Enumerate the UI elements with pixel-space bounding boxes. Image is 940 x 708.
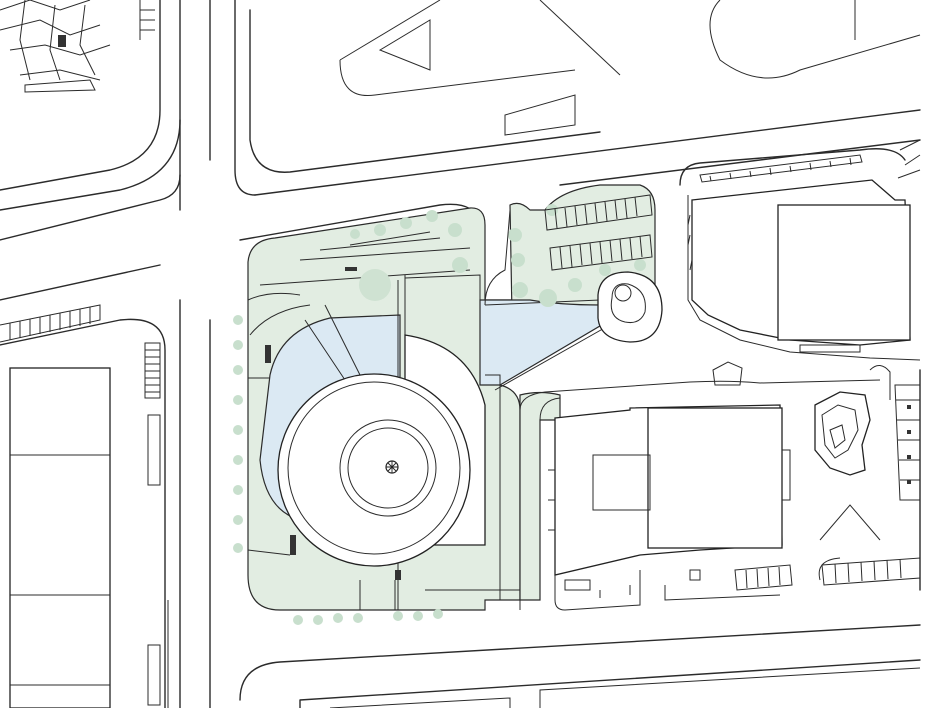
southeast-building xyxy=(519,379,921,611)
road-edge xyxy=(254,109,921,196)
building-court xyxy=(592,454,651,511)
compass-icon xyxy=(385,460,399,474)
building-outer-ring xyxy=(277,373,471,567)
parking-strip xyxy=(734,564,793,591)
garden-bed xyxy=(519,391,561,601)
parking-strip xyxy=(821,557,921,586)
tree xyxy=(374,224,386,236)
curb xyxy=(504,94,576,136)
tree xyxy=(333,613,343,623)
building-tower xyxy=(647,407,783,549)
road-edge xyxy=(234,0,256,196)
tree xyxy=(233,395,243,405)
building-core-inner xyxy=(347,427,429,509)
building-ring xyxy=(287,381,461,555)
north-parking xyxy=(484,194,663,343)
roundabout xyxy=(597,271,663,343)
curb xyxy=(539,667,921,708)
tree xyxy=(599,264,611,276)
road-edge xyxy=(559,139,921,186)
curb xyxy=(378,19,431,71)
road-edge xyxy=(0,318,166,708)
kiosk xyxy=(147,644,161,706)
main-building xyxy=(277,334,486,567)
tree xyxy=(313,615,323,625)
road-edge xyxy=(0,0,161,191)
road-edge xyxy=(239,624,921,701)
tree xyxy=(452,257,468,273)
tree xyxy=(568,278,582,292)
tree xyxy=(512,282,528,298)
tree xyxy=(233,340,243,350)
tree xyxy=(448,223,462,237)
tree xyxy=(634,259,646,271)
road-edge xyxy=(299,659,921,708)
tree xyxy=(413,611,423,621)
tree xyxy=(233,515,243,525)
trees xyxy=(233,204,646,625)
road-edge xyxy=(0,174,181,241)
kiosk xyxy=(712,361,743,386)
tree xyxy=(233,365,243,375)
building-tower xyxy=(777,204,911,341)
curb xyxy=(539,0,621,76)
east-structures xyxy=(712,361,921,541)
tree xyxy=(350,229,360,239)
parking-strip xyxy=(894,384,921,501)
tree xyxy=(359,269,391,301)
left-block xyxy=(0,304,169,708)
parking-strip xyxy=(549,234,653,271)
curb xyxy=(329,697,511,708)
tree xyxy=(393,611,403,621)
road-edge xyxy=(679,148,906,186)
street-network xyxy=(0,0,921,708)
tree xyxy=(233,425,243,435)
sculpture-pavilion xyxy=(814,391,871,476)
left-building xyxy=(9,367,111,708)
curb xyxy=(339,0,441,61)
tree xyxy=(233,543,243,553)
building-core xyxy=(339,419,437,517)
northeast-building xyxy=(687,139,921,361)
plaza-kiosk xyxy=(58,35,66,47)
kiosk xyxy=(147,414,161,486)
curb xyxy=(709,0,921,79)
road-edge xyxy=(0,119,181,211)
curb xyxy=(339,59,576,97)
road-edge xyxy=(249,9,601,173)
tree xyxy=(539,289,557,307)
tree xyxy=(426,210,438,222)
tree xyxy=(433,609,443,619)
tree xyxy=(508,228,522,242)
tree xyxy=(293,615,303,625)
road-edge xyxy=(0,264,161,301)
tree xyxy=(233,455,243,465)
reflecting-pool xyxy=(479,299,611,386)
tree xyxy=(233,485,243,495)
tree xyxy=(511,253,525,267)
tree xyxy=(353,613,363,623)
tree xyxy=(400,217,412,229)
tree xyxy=(233,315,243,325)
plaza-pattern xyxy=(0,0,155,93)
